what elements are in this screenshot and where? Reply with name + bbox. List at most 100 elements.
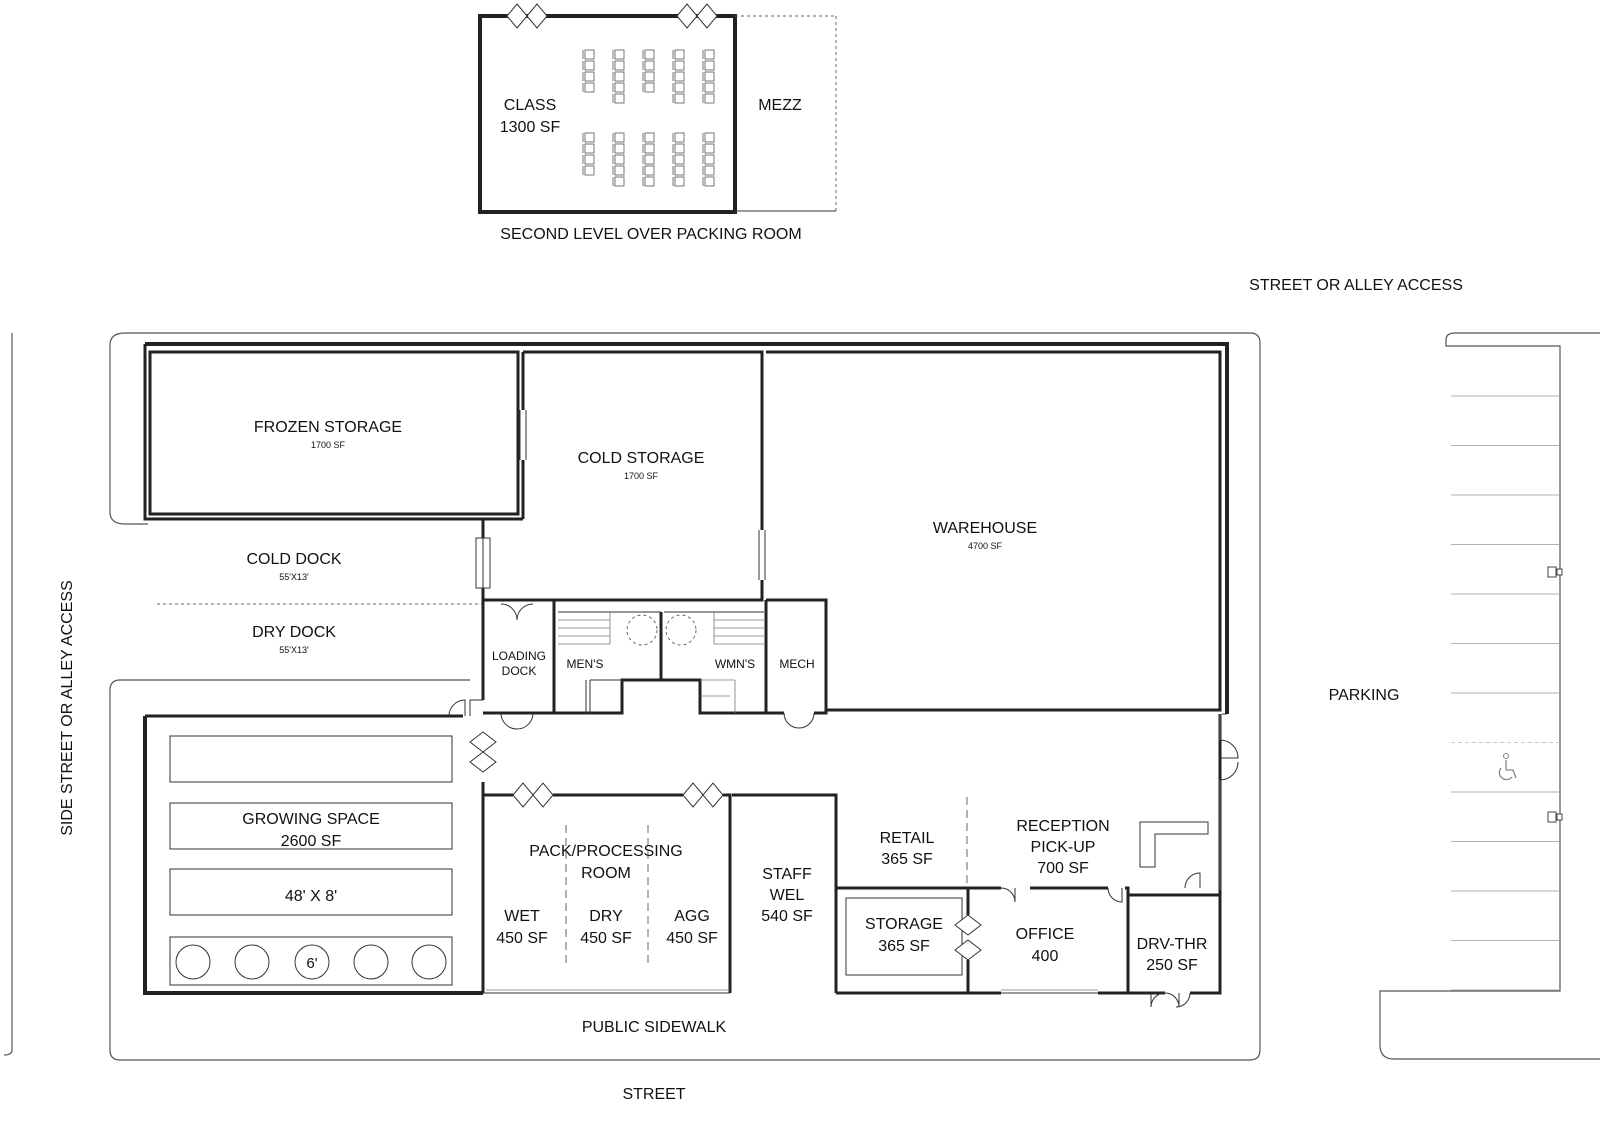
chair-icon [612,143,625,154]
chair-icon [702,132,715,143]
office-area: 400 [1032,948,1059,965]
chair-icon [582,154,595,165]
pack-room-line2: ROOM [581,865,631,882]
dry-dock-dims: 55'X13' [279,645,309,655]
agg-zone-area: 450 SF [666,930,718,947]
growing-space-walls [143,716,483,995]
pack-room-walls [483,793,732,993]
door-swing-icon [954,914,982,961]
planter-pot-icon [175,944,211,980]
growing-space-name: GROWING SPACE [242,811,380,828]
frozen-storage-area: 1700 SF [311,440,346,450]
pot-bed [169,936,453,986]
cold-storage-name: COLD STORAGE [578,450,705,467]
grow-bed [169,735,453,783]
restroom-turning-circle [626,614,658,646]
side-street-label: SIDE STREET OR ALLEY ACCESS [59,580,76,836]
door-swing-icon [1184,872,1201,889]
chair-icon [582,143,595,154]
second-level-plan: CLASS 1300 SF MEZZ SECOND LEVEL OVER PAC… [478,3,837,243]
warehouse-walls [766,350,1222,712]
door-swing-icon [469,731,497,773]
chair-icon [672,154,685,165]
chair-icon [672,71,685,82]
class-room-area: 1300 SF [500,119,561,136]
door-swing-icon [682,782,724,808]
staff-wel-line1: STAFF [762,866,812,883]
chair-icon [672,143,685,154]
public-sidewalk-label: PUBLIC SIDEWALK [582,1019,727,1036]
planter-pot-icon [411,944,447,980]
parking-lot-outline [1379,332,1600,1060]
retail-name: RETAIL [880,830,935,847]
street-alley-access-label: STREET OR ALLEY ACCESS [1249,277,1463,294]
chair-icon [612,82,625,93]
drive-thru-name: DRV-THR [1137,936,1208,953]
planter-pot-icon [234,944,270,980]
chair-icon [672,165,685,176]
chair-icon [702,82,715,93]
second-level-caption: SECOND LEVEL OVER PACKING ROOM [500,226,801,243]
chair-icon [642,132,655,143]
warehouse-area: 4700 SF [968,541,1003,551]
cold-storage-area: 1700 SF [624,471,659,481]
mezz-label: MEZZ [758,97,802,114]
chair-icon [702,154,715,165]
growing-beds [169,735,453,986]
reception-line1: RECEPTION [1016,818,1109,835]
class-room-walls [478,14,737,214]
mens-restroom: MEN'S [567,657,604,671]
loading-dock-line2: DOCK [502,664,537,678]
restroom-turning-circle [665,614,697,646]
door-swing-icon [1219,739,1239,781]
chair-icon [642,60,655,71]
reception-line2: PICK-UP [1031,839,1096,856]
parking-label: PARKING [1329,687,1400,704]
grow-bed-size: 48' X 8' [285,888,337,905]
stair-treads [558,612,764,645]
reception-area: 700 SF [1037,860,1089,877]
chair-icon [702,71,715,82]
cold-storage-door-east [758,530,766,580]
chair-icon [672,49,685,60]
chair-icon [612,176,625,187]
agg-zone-name: AGG [674,908,710,925]
chair-icon [672,132,685,143]
chair-icon [642,143,655,154]
chair-icon [612,165,625,176]
cold-storage-walls [523,350,764,530]
chair-icon [612,132,625,143]
retail-area: 365 SF [881,851,933,868]
storage-room [845,897,963,976]
door-swing-icon [676,3,718,29]
chair-icon [582,60,595,71]
chair-icon [702,176,715,187]
parking-stalls [1451,395,1560,991]
room-labels: FROZEN STORAGE 1700 SF COLD STORAGE 1700… [242,419,1207,974]
building-walls [143,342,1229,995]
warehouse-name: WAREHOUSE [933,520,1037,537]
door-swing-icon [448,699,466,717]
drive-thru-area: 250 SF [1146,957,1198,974]
retail-south-wall [836,886,1130,895]
doors [448,603,1239,1008]
parking-meter-icon [1547,811,1563,823]
chair-icon [642,176,655,187]
womens-restroom: WMN'S [715,657,755,671]
planter-pot-icon [353,944,389,980]
cold-dock-dims: 55'X13' [279,572,309,582]
classroom-seating [582,49,715,187]
staff-wel-line2: WEL [770,887,805,904]
property-line-upper [109,332,148,525]
chair-icon [642,165,655,176]
door-swing-icon [500,603,534,730]
chair-icon [582,71,595,82]
planter-pot-icon [294,944,330,980]
chair-icon [702,143,715,154]
chair-icon [702,165,715,176]
chair-icon [612,154,625,165]
chair-icon [642,71,655,82]
frozen-storage-outer [143,344,523,521]
frozen-storage-walls [148,350,520,516]
chair-icon [702,60,715,71]
